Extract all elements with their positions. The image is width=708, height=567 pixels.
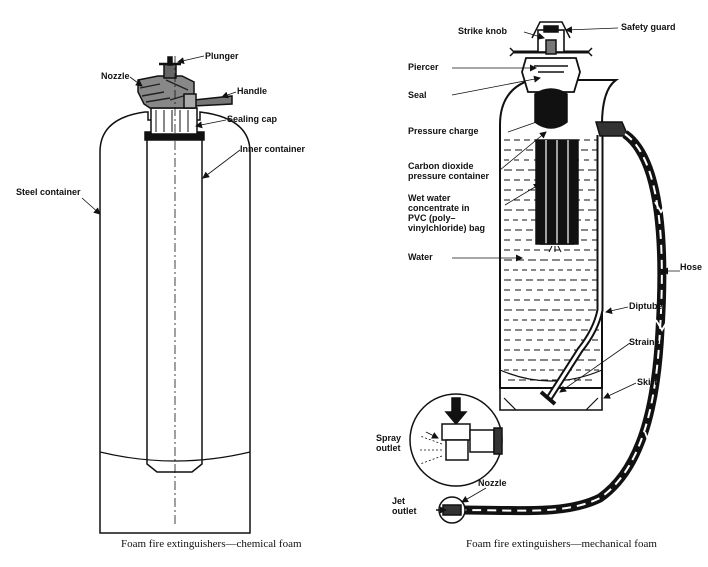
label-steel-container: Steel container	[16, 187, 81, 197]
mechanical-foam-extinguisher	[409, 21, 680, 524]
label-plunger: Plunger	[205, 51, 239, 61]
label-strainer: Strainer	[629, 337, 664, 347]
skirt	[499, 388, 603, 411]
label-nozzle-left: Nozzle	[101, 71, 130, 81]
label-spray-outlet-line2: outlet	[376, 443, 401, 453]
label-strike-knob: Strike knob	[458, 26, 508, 36]
label-wet-water-line1: Wet water	[408, 193, 451, 203]
label-skirt: Skirt	[637, 377, 658, 387]
label-water: Water	[408, 252, 433, 262]
label-diptube: Diptube	[629, 301, 663, 311]
chemical-foam-extinguisher	[81, 55, 251, 534]
label-seal: Seal	[408, 90, 427, 100]
label-jet-outlet-line1: Jet	[392, 496, 406, 506]
label-co2-container-line2: pressure container	[408, 171, 490, 181]
label-pressure-charge: Pressure charge	[408, 126, 479, 136]
label-wet-water-line3: PVC (poly–	[408, 213, 456, 223]
inner-container	[146, 137, 203, 473]
label-wet-water-line2: concentrate in	[408, 203, 470, 213]
label-nozzle-right: Nozzle	[478, 478, 507, 488]
label-inner-container: Inner container	[240, 144, 306, 154]
label-co2-container-line1: Carbon dioxide	[408, 161, 474, 171]
label-safety-guard: Safety guard	[621, 22, 676, 32]
handle	[193, 95, 233, 107]
label-handle: Handle	[237, 86, 268, 96]
head-assembly	[521, 57, 581, 93]
sealing-cap	[150, 107, 198, 135]
caption-mechanical-foam: Foam fire extinguishers—mechanical foam	[466, 538, 657, 550]
label-piercer: Piercer	[408, 62, 439, 72]
steel-container-body	[99, 111, 251, 534]
caption-chemical-foam: Foam fire extinguishers—chemical foam	[121, 538, 302, 550]
label-spray-outlet-line1: Spray	[376, 433, 402, 443]
head-assembly	[137, 75, 195, 109]
label-jet-outlet-line2: outlet	[392, 506, 417, 516]
label-hose: Hose	[680, 262, 703, 272]
co2-container	[534, 88, 568, 129]
label-sealing-cap: Sealing cap	[227, 114, 278, 124]
label-wet-water-line4: vinylchloride) bag	[408, 223, 486, 233]
